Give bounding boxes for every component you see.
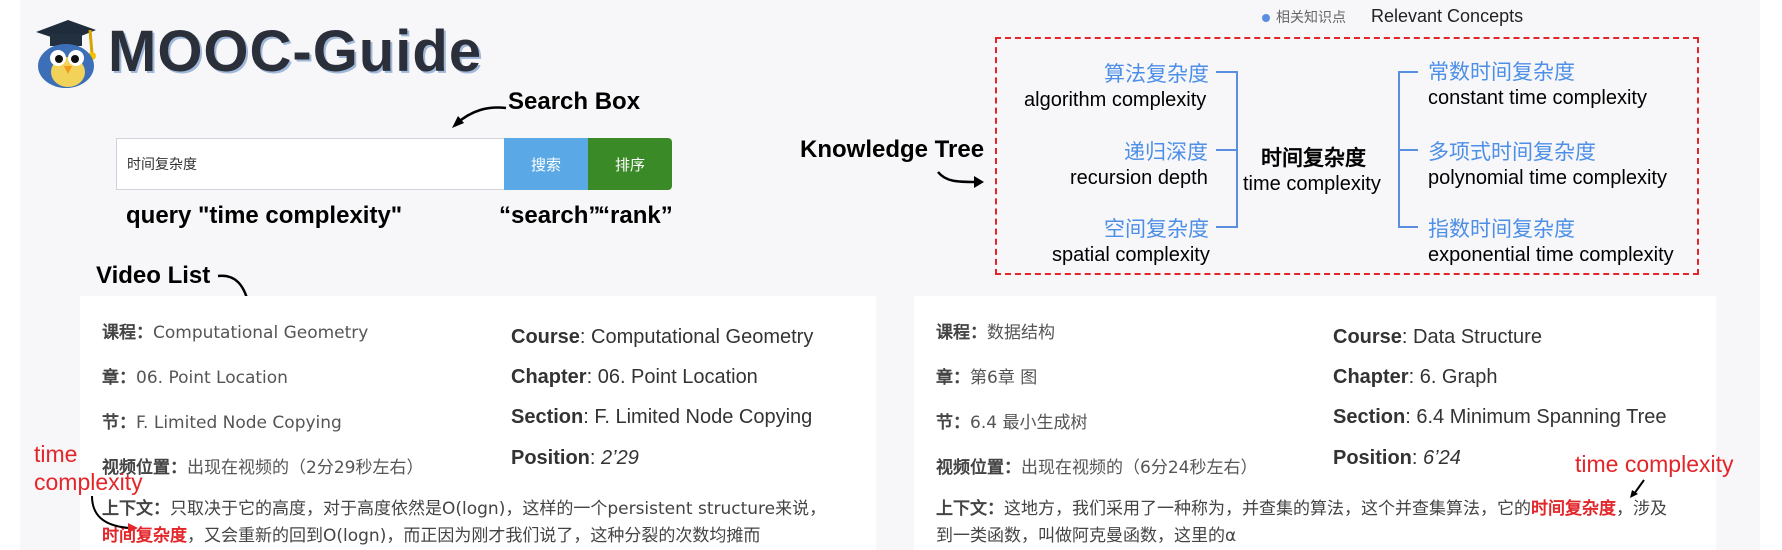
tree-connector bbox=[1398, 149, 1418, 151]
time-complexity-annotation-right: time complexity bbox=[1575, 451, 1734, 477]
video-list-annotation: Video List bbox=[96, 262, 211, 289]
video-section-en: Section: F. Limited Node Copying bbox=[511, 406, 813, 428]
video-course: 课程：数据结构 bbox=[936, 323, 1055, 343]
video-position-en: Position: 2’29 bbox=[511, 447, 639, 469]
tree-node-recursion-depth-en: recursion depth bbox=[1070, 167, 1208, 189]
video-position: 视频位置：出现在视频的（2分29秒左右） bbox=[102, 458, 424, 478]
tree-node-exponential-time-en: exponential time complexity bbox=[1428, 244, 1674, 266]
tree-connector bbox=[1398, 71, 1418, 73]
tree-connector bbox=[1216, 226, 1236, 228]
rank-button-annotation: “rank” bbox=[598, 202, 673, 229]
video-card[interactable] bbox=[914, 296, 1716, 550]
tree-node-center[interactable]: 时间复杂度 bbox=[1261, 146, 1366, 170]
tree-node-polynomial-time-en: polynomial time complexity bbox=[1428, 167, 1667, 189]
tree-node-constant-time[interactable]: 常数时间复杂度 bbox=[1428, 60, 1575, 84]
concepts-legend-label: 相关知识点 bbox=[1276, 10, 1346, 26]
query-annotation: query "time complexity" bbox=[126, 202, 403, 229]
mascot-logo-icon bbox=[36, 20, 96, 88]
video-course: 课程：Computational Geometry bbox=[102, 323, 369, 343]
tree-node-spatial-complexity[interactable]: 空间复杂度 bbox=[1104, 217, 1209, 241]
tree-node-polynomial-time[interactable]: 多项式时间复杂度 bbox=[1428, 140, 1596, 164]
concepts-legend: 相关知识点 bbox=[1262, 7, 1346, 27]
tree-connector bbox=[1236, 71, 1238, 228]
knowledge-tree-annotation: Knowledge Tree bbox=[800, 136, 985, 163]
video-course-en: Course: Data Structure bbox=[1333, 326, 1542, 348]
video-course-en: Course: Computational Geometry bbox=[511, 326, 814, 348]
video-context: 上下文：这地方，我们采用了一种称为，并查集的算法，这个并查集算法，它的时间复杂度… bbox=[936, 499, 1667, 546]
tree-connector bbox=[1216, 71, 1236, 73]
knowledge-tree-arrow-icon bbox=[937, 171, 984, 188]
video-context: 上下文：只取决于它的高度，对于高度依然是O(logn)，这样的一个persist… bbox=[102, 499, 827, 546]
tree-connector bbox=[1216, 149, 1236, 151]
video-section-en: Section: 6.4 Minimum Spanning Tree bbox=[1333, 406, 1667, 428]
context-arrow-icon bbox=[91, 495, 138, 533]
app-logo-title: MOOC-Guide bbox=[108, 19, 483, 84]
tree-node-algorithm-complexity[interactable]: 算法复杂度 bbox=[1104, 62, 1209, 86]
legend-dot-icon bbox=[1262, 14, 1270, 22]
knowledge-tree-box bbox=[995, 37, 1699, 275]
video-card[interactable] bbox=[80, 296, 876, 550]
tree-node-constant-time-en: constant time complexity bbox=[1428, 87, 1647, 109]
video-chapter: 章：06. Point Location bbox=[102, 368, 288, 388]
tree-node-exponential-time[interactable]: 指数时间复杂度 bbox=[1428, 217, 1575, 241]
tree-node-center-en: time complexity bbox=[1243, 173, 1381, 195]
tree-node-algorithm-complexity-en: algorithm complexity bbox=[1024, 89, 1207, 111]
search-button[interactable]: 搜索 bbox=[504, 138, 588, 190]
context-arrow-icon bbox=[1630, 479, 1645, 498]
video-chapter-en: Chapter: 6. Graph bbox=[1333, 366, 1498, 388]
search-box-annotation: Search Box bbox=[508, 88, 641, 115]
time-complexity-annotation-left: time complexity bbox=[34, 441, 143, 495]
search-button-annotation: “search” bbox=[499, 202, 601, 229]
video-position-en: Position: 6’24 bbox=[1333, 447, 1461, 469]
video-section: 节：6.4 最小生成树 bbox=[936, 413, 1088, 433]
video-section: 节：F. Limited Node Copying bbox=[102, 413, 342, 433]
search-box-arrow-icon bbox=[452, 106, 507, 128]
rank-button[interactable]: 排序 bbox=[588, 138, 672, 190]
video-chapter: 章：第6章 图 bbox=[936, 368, 1038, 388]
tree-connector bbox=[1398, 226, 1418, 228]
concepts-legend-english: Relevant Concepts bbox=[1371, 6, 1524, 26]
video-chapter-en: Chapter: 06. Point Location bbox=[511, 366, 758, 388]
search-input[interactable] bbox=[116, 138, 508, 190]
video-position: 视频位置：出现在视频的（6分24秒左右） bbox=[936, 458, 1258, 478]
tree-node-spatial-complexity-en: spatial complexity bbox=[1052, 244, 1210, 266]
tree-node-recursion-depth[interactable]: 递归深度 bbox=[1124, 140, 1208, 164]
